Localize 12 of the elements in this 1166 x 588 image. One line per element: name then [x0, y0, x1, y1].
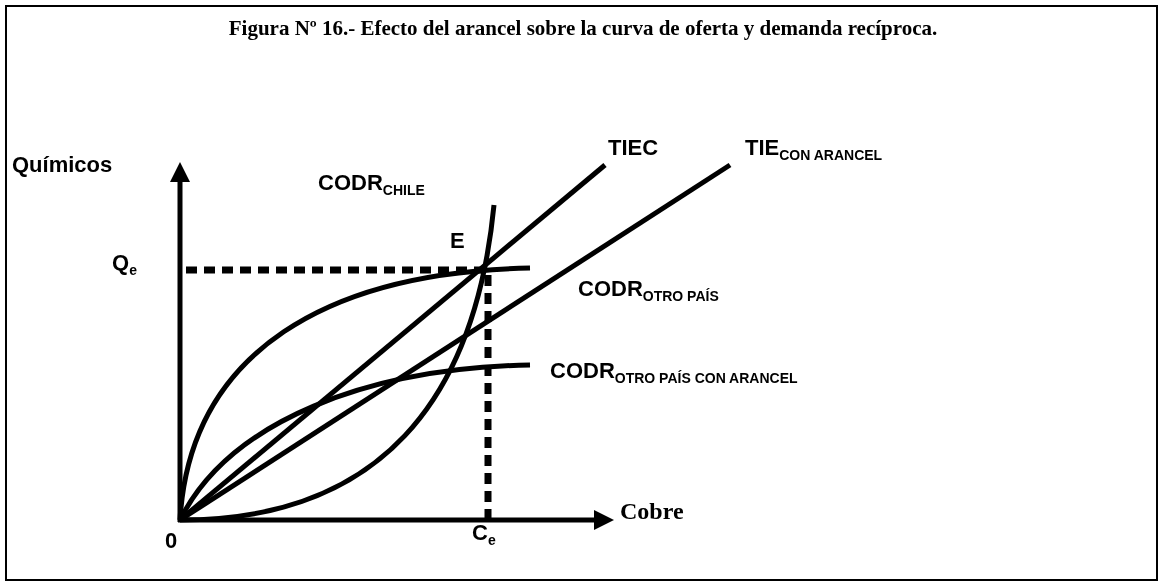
- axis-label: Cobre: [620, 498, 684, 525]
- point-label: E: [450, 228, 465, 254]
- axis-label: Químicos: [12, 152, 113, 178]
- curve-label: TIEC: [608, 135, 659, 161]
- curve-label: CODR$_{OTRO PAÍS CON ARANCEL}$: [550, 358, 798, 386]
- figure-title: Figura Nº 16.- Efecto del arancel sobre la curva de oferta y demanda recíproca.: [227, 16, 939, 41]
- axis-value-label: C$_{e}$: [472, 520, 496, 548]
- axis-value-label: 0: [165, 528, 178, 554]
- curve-label: CODR$_{OTRO PAÍS}$: [578, 276, 719, 304]
- curve-label: TIE$_{CON ARANCEL}$: [745, 135, 883, 163]
- curve-label: CODR$_{CHILE}$: [318, 170, 425, 198]
- axis-value-label: Q$_{e}$: [112, 250, 137, 278]
